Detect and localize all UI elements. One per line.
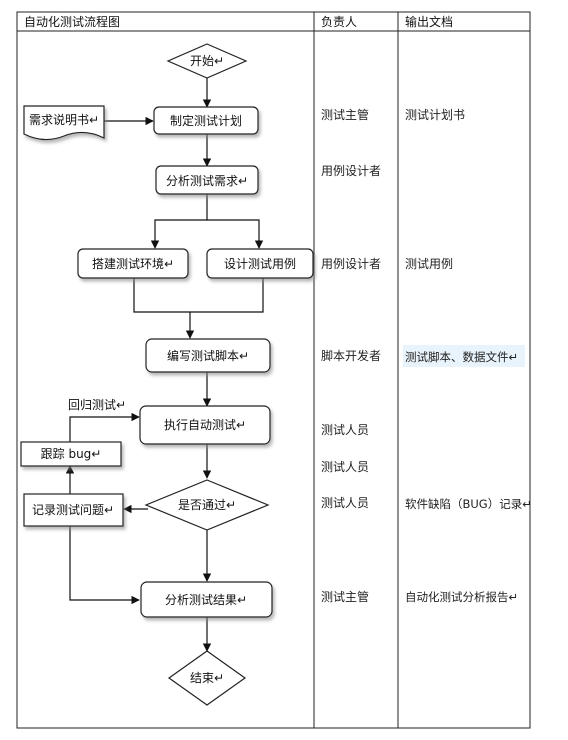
scripts-data-highlight	[403, 345, 525, 367]
requirements-doc-node	[23, 105, 105, 141]
output-test-plan: 测试计划书	[405, 107, 465, 122]
arrow-env-to-script	[133, 278, 195, 339]
track-bug-label: 跟踪 bug↵	[41, 447, 102, 461]
arrow-analyze-to-design	[207, 219, 260, 248]
output-bug-record: 软件缺陷（BUG）记录↵	[405, 497, 532, 511]
role-test-lead-2: 测试主管	[321, 589, 369, 604]
arrow-design-to-script	[190, 278, 264, 313]
arrow-record-to-results	[69, 526, 140, 605]
role-case-designer-2: 用例设计者	[321, 257, 381, 271]
end-label: 结束↵	[190, 671, 224, 685]
design-cases-node	[206, 248, 314, 279]
passed-decision-node	[144, 479, 270, 531]
build-env-node	[77, 248, 189, 279]
role-test-lead-1: 测试主管	[321, 107, 369, 122]
track-bug-node	[20, 441, 122, 467]
record-issue-label: 记录测试问题↵	[32, 502, 114, 517]
role-tester-1: 测试人员	[321, 422, 369, 437]
flow-connectors	[65, 76, 264, 652]
write-scripts-node	[145, 338, 271, 373]
passed-decision-label: 是否通过↵	[178, 498, 236, 512]
arrow-track-to-run	[69, 412, 140, 442]
make-plan-node	[153, 106, 259, 135]
output-analysis-report: 自动化测试分析报告↵	[405, 590, 518, 604]
end-node	[167, 650, 247, 706]
role-tester-3: 测试人员	[321, 495, 369, 510]
regression-test-label: 回归测试↵	[68, 397, 126, 412]
header-output: 输出文档	[405, 14, 453, 29]
role-case-designer-1: 用例设计者	[321, 164, 381, 178]
analyze-results-label: 分析测试结果↵	[165, 592, 247, 607]
analyze-requirements-node	[155, 165, 259, 195]
build-env-label: 搭建测试环境↵	[92, 256, 174, 271]
start-label: 开始↵	[190, 54, 224, 68]
header-owner: 负责人	[321, 15, 357, 29]
analyze-requirements-label: 分析测试需求↵	[166, 173, 248, 188]
write-scripts-label: 编写测试脚本↵	[167, 348, 249, 363]
header-flow: 自动化测试流程图	[24, 14, 120, 29]
analyze-results-node	[140, 581, 273, 618]
role-tester-2: 测试人员	[321, 459, 369, 474]
table-grid	[16, 11, 531, 729]
run-tests-node	[139, 405, 271, 445]
arrow-analyze-split	[150, 194, 208, 249]
requirements-doc-label: 需求说明书↵	[29, 112, 99, 127]
run-tests-label: 执行自动测试↵	[164, 417, 246, 432]
record-issue-node	[23, 493, 124, 527]
output-scripts-data: 测试脚本、数据文件↵	[405, 350, 518, 364]
make-plan-label: 制定测试计划	[170, 113, 242, 128]
design-cases-label: 设计测试用例	[224, 256, 296, 271]
role-script-developer: 脚本开发者	[321, 348, 381, 363]
output-test-cases: 测试用例	[405, 256, 453, 271]
start-node	[166, 43, 248, 79]
